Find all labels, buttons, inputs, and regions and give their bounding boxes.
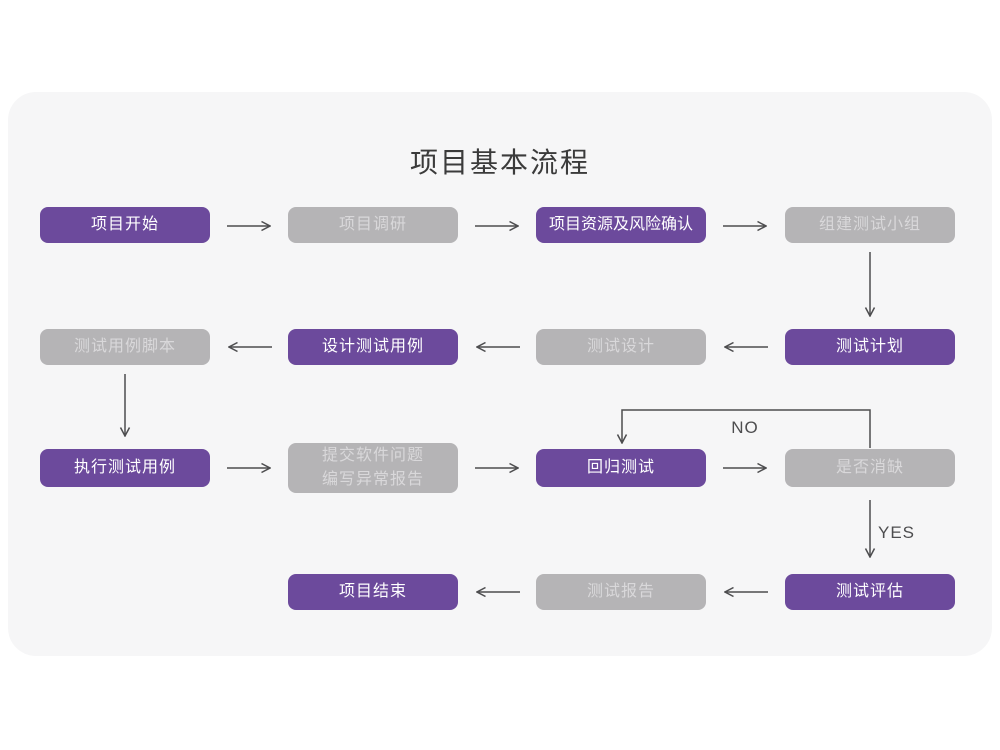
- flow-node-project-start: 项目开始: [40, 207, 210, 243]
- flow-node-label: 项目开始: [90, 216, 159, 233]
- flow-node-label: 是否消缺: [835, 459, 904, 476]
- flow-node-design-test-case: 设计测试用例: [288, 329, 458, 365]
- flowchart-card: [8, 92, 992, 656]
- flow-node-label: 提交软件问题: [321, 447, 424, 464]
- flow-node-project-research: 项目调研: [288, 207, 458, 243]
- flow-node-test-design: 测试设计: [536, 329, 706, 365]
- flow-node-label: 设计测试用例: [321, 338, 424, 355]
- flow-node-test-evaluation: 测试评估: [785, 574, 955, 610]
- flow-node-label: 组建测试小组: [818, 216, 921, 233]
- flow-node-test-report: 测试报告: [536, 574, 706, 610]
- flow-node-submit-issue-report: 提交软件问题 编写异常报告: [288, 443, 458, 493]
- flow-node-execute-test-case: 执行测试用例: [40, 449, 210, 487]
- flow-node-resources-risk-confirm: 项目资源及风险确认: [536, 207, 706, 243]
- flow-node-label: 回归测试: [586, 459, 655, 476]
- flow-node-test-plan: 测试计划: [785, 329, 955, 365]
- flow-node-label: 项目资源及风险确认: [548, 216, 693, 233]
- flow-node-form-test-team: 组建测试小组: [785, 207, 955, 243]
- flow-node-label: 测试计划: [835, 338, 904, 355]
- flow-node-label: 执行测试用例: [73, 459, 176, 476]
- flow-node-regression-test: 回归测试: [536, 449, 706, 487]
- page-title: 项目基本流程: [409, 147, 590, 178]
- flow-node-label: 测试评估: [835, 583, 904, 600]
- flow-node-label: 测试报告: [586, 583, 655, 600]
- flow-node-label-line2: 编写异常报告: [321, 471, 424, 488]
- flow-node-label: 项目结束: [338, 583, 407, 600]
- flow-node-test-case-script: 测试用例脚本: [40, 329, 210, 365]
- flow-node-label: 测试设计: [586, 338, 655, 355]
- flow-node-defect-cleared-check: 是否消缺: [785, 449, 955, 487]
- flow-node-label: 测试用例脚本: [73, 338, 176, 355]
- flow-node-label: 项目调研: [338, 216, 407, 233]
- flow-node-project-end: 项目结束: [288, 574, 458, 610]
